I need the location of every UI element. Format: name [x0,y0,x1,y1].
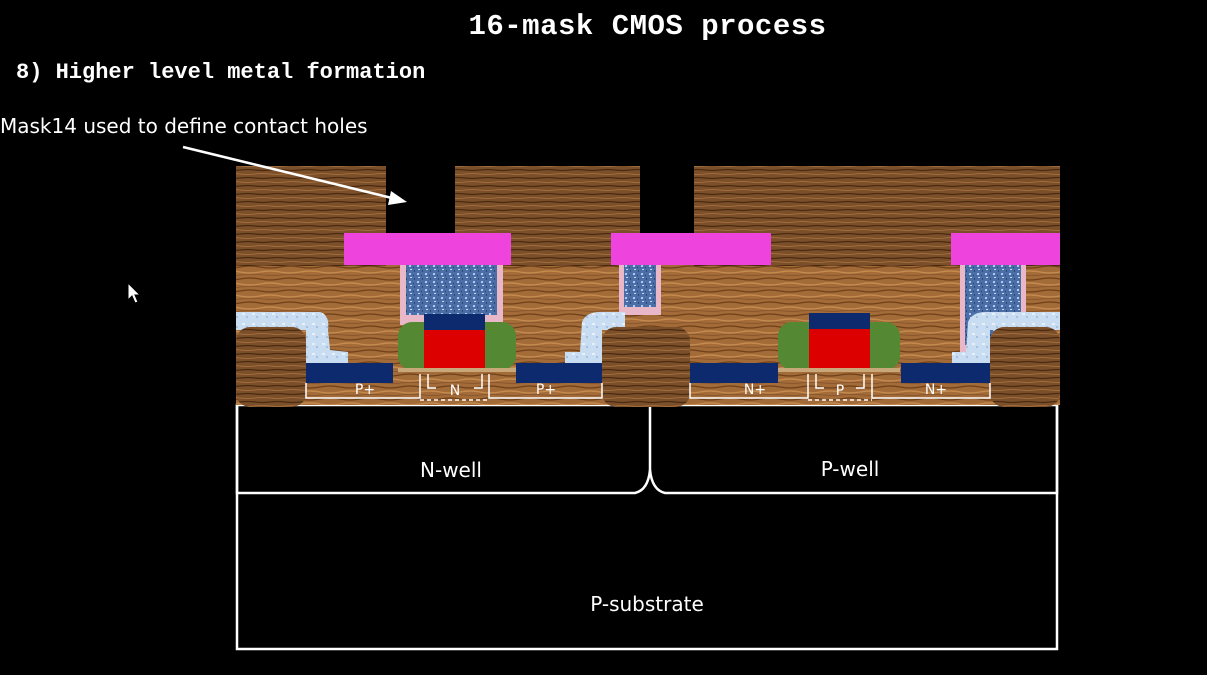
pmos-drain-outline [488,374,603,399]
pmos-source-label: P+ [355,382,375,398]
nmos-gate [809,328,870,368]
nmos-source-silicide [690,363,778,383]
pmos-source-silicide [306,363,393,383]
slide-title: 16-mask CMOS process [468,10,827,43]
p-well-label: P-well [821,457,880,481]
metal-line-2 [611,233,771,265]
field-oxide-left [236,327,306,407]
contact-plug-1 [406,265,497,315]
metal-line-1 [344,233,511,265]
nmos-gate-silicide [809,313,870,329]
field-oxide-mid [602,327,690,407]
annotation-arrow [182,145,407,205]
pmos-ldd-left [427,374,436,389]
nmos-ldd-right [856,374,865,389]
nmos-drain-label: N+ [925,382,947,398]
pmos-drain-label: P+ [536,382,556,398]
pmos-ldd-right [474,374,483,389]
metal-line-3 [951,233,1060,265]
nmos-drain-outline [871,374,991,399]
mouse-cursor-icon [127,282,142,304]
nmos-channel-label: P [836,383,844,399]
annotation-label: Mask14 used to define contact holes [0,114,368,138]
nmos-drain-silicide [901,363,990,383]
pmos-drain-silicide [516,363,602,383]
pmos-gate-silicide [424,314,485,330]
contact-plug-2 [624,265,656,307]
nmos-source-label: N+ [744,382,766,398]
liner-mid [565,312,625,364]
n-well-label: N-well [420,458,482,482]
pmos-gate [424,328,485,368]
nmos-ldd-left [815,374,824,389]
step-title: 8) Higher level metal formation [16,60,426,85]
liner-left [236,312,348,364]
liner-right [952,312,1060,364]
field-oxide-right [990,327,1060,407]
p-well [648,405,1059,495]
nmos-gate-oxide [778,368,900,372]
pmos-gate-oxide [398,368,516,372]
p-substrate-label: P-substrate [590,592,704,616]
pmos-channel-label: N [450,383,460,399]
nmos-source-outline [689,374,809,399]
pmos-source-outline [305,374,421,399]
